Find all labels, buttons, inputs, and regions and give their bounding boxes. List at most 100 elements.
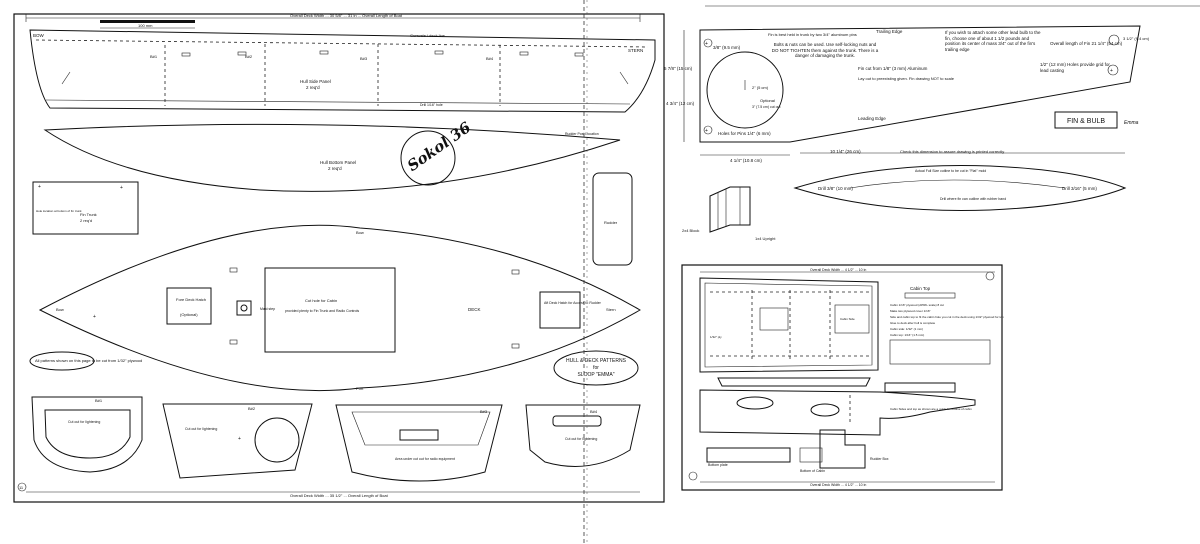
- bulb-dim-note: Check this dimension to assure drawing i…: [900, 149, 1004, 154]
- bulkhead-1: B#1 Cut out for lightening: [31, 396, 143, 473]
- title-oval: HULL & DECK PATTERNS for SLOOP "EMMA": [553, 350, 639, 386]
- optional-sub: 3" (7.5 cm) cut out: [752, 105, 781, 109]
- drill-label: Drill 1/16" hole: [420, 103, 443, 107]
- bulb-left-drill: Drill 3/8" (10 mm): [818, 186, 853, 191]
- signature: Emma: [1124, 120, 1139, 126]
- cabin-note-1: Make two plywood cover 1/16": [890, 309, 931, 313]
- cabin-note-0: Cabin 1/16" plywood (APRIL scale) 8 cut: [890, 303, 944, 307]
- fin-layout-note: Lay out to preexisting given. Fin drawin…: [858, 76, 955, 81]
- block-label: 2x4 Block: [682, 228, 699, 233]
- cabin-sheet: Overall Deck Width ... 4 1/2" ... 10 in …: [681, 264, 1004, 491]
- cabin-note-2: Side and cabin top to fit the cabin hole…: [890, 315, 1004, 319]
- dim-height2: 4 3/4" (12 cm): [666, 101, 695, 106]
- cabin-note-3: Glue to deck after hull is complete: [890, 321, 936, 325]
- bulkhead-4-id: B#4: [590, 409, 598, 414]
- fin-bulb-title: FIN & BULB: [1067, 118, 1105, 125]
- svg-text:+: +: [1110, 68, 1113, 74]
- leading-edge-label: Leading Edge: [858, 116, 886, 121]
- cabin-top-dim: Overall Deck Width ... 4 1/2" ... 10 in: [810, 268, 866, 272]
- holes-right-note: 1/2" (12 mm) Holes provide grid for lead…: [1040, 62, 1110, 73]
- bulb-center-note: Drill where fin can outline with rubber …: [940, 197, 1006, 201]
- circle-dim: 2" (5 cm): [752, 85, 769, 90]
- bulkhead-3-id: B#3: [480, 409, 488, 414]
- svg-text:1/32" ply: 1/32" ply: [710, 335, 722, 339]
- title-line3: SLOOP "EMMA": [577, 372, 614, 378]
- cabin-note-4: Cabin side: 1/32" (1 mm): [890, 327, 923, 331]
- bulkhead-1-label: B#1: [150, 54, 158, 59]
- bulkhead-2: B#2 Cut out for lightening +: [162, 403, 313, 479]
- pin-holes-label: Holes for Pins 1/4" (6 mm): [718, 131, 771, 136]
- scale-bar: [100, 20, 195, 23]
- dim-height1: 5 7/8" (15 cm): [664, 66, 693, 71]
- rudder-label: Rudder: [604, 220, 618, 225]
- right-dimension: 3 1/2" (9.4 cm): [1123, 36, 1150, 41]
- block-drawing: [709, 186, 751, 233]
- aft-hatch-label: Aft Deck Hatch for Access to Rudder: [544, 301, 602, 305]
- dim-top: 3/8" (9.5 mm): [713, 45, 741, 50]
- bulkhead-2-label: B#2: [245, 54, 253, 59]
- hull-side-sub: 2 req'd: [306, 85, 320, 90]
- svg-text:+: +: [705, 128, 708, 134]
- title-line1: HULL & DECK PATTERNS: [566, 358, 627, 364]
- optional-label: Optional: [760, 98, 775, 103]
- note-left: All patterns shown on this page to be cu…: [35, 358, 142, 363]
- fin-bulb-note: If you wish to attach some other lead bu…: [945, 30, 1041, 52]
- deck-bow-label: Bow: [356, 230, 364, 235]
- svg-text:+: +: [705, 41, 708, 47]
- left-sheet-frame: [13, 13, 665, 503]
- deck-port-label: Port: [356, 386, 364, 391]
- svg-text:100 mm: 100 mm: [138, 23, 153, 28]
- bow-label: BOW: [33, 33, 45, 38]
- cabin-cutout-sub: provided plenty to Fin Trunk and Radio C…: [285, 309, 359, 313]
- hull-bottom-panel: Hull Bottom Panel 2 req'd Rudder Post Lo…: [43, 123, 621, 192]
- bottom-cabin-label: Bottom of Cabin: [800, 469, 825, 473]
- cabin-side-label-plan: Cabin Side: [840, 317, 855, 321]
- fin-trunk-label: Fin Trunk: [80, 212, 97, 217]
- deck-label: DECK: [468, 307, 481, 312]
- bulkhead-1-id: B#1: [95, 398, 103, 403]
- svg-text:+: +: [238, 436, 241, 442]
- fin-material-note: Fin cut from 1/8" (3 mm) Aluminum: [858, 66, 928, 71]
- bulkhead-2-text: Cut out for lightening: [185, 427, 217, 431]
- fin-trunk-pattern: + + Fin Trunk 2 req'd Hole location at b…: [32, 181, 139, 235]
- bulb-top-note: Actual Full Size cutline to be cut in "F…: [915, 169, 986, 173]
- fin-trunk-sub: 2 req'd: [80, 218, 92, 223]
- rudder-box-label: Rudder Box: [870, 457, 889, 461]
- bulb-right-drill: Drill 3/16" (5 mm): [1062, 186, 1097, 191]
- bottom-plate-label: Bottom plate: [708, 463, 728, 467]
- hull-side-panel: BOW STERN Hull Side Panel 2 req'd Gunwal…: [29, 29, 656, 113]
- bulkhead-3-label: B#3: [360, 56, 368, 61]
- hull-side-label: Hull Side Panel: [300, 79, 331, 84]
- bulb-dim-len: 10 1/4" (26 cm): [830, 149, 861, 154]
- dim-width: 4 1/4" (10.8 cm): [730, 158, 762, 163]
- fin-bolt-note: Bolts & nuts can be used. Use self-locki…: [771, 42, 879, 58]
- deck-pattern: Bow Port Bow Stern Cut hole for Cabin pr…: [38, 224, 641, 392]
- bulkhead-4-label: B#4: [486, 56, 494, 61]
- title-line2: for: [593, 365, 599, 371]
- cabin-top-title: Cabin Top: [910, 286, 931, 291]
- fin-bulb-sheet: + + + 2" (5 cm) Optional 3" (7.5 cm) cut…: [664, 5, 1200, 241]
- left-top-dimension: Overall Deck Width ... 30 5/8" ... 31 in…: [290, 13, 403, 18]
- hull-deck-sheet: Overall Deck Width ... 30 5/8" ... 31 in…: [13, 13, 665, 503]
- deck-stern-label: Stern: [606, 307, 616, 312]
- optional-cutout-circle: [706, 51, 784, 129]
- fin-bulb-box: [1054, 111, 1118, 129]
- page-number: 11: [19, 485, 24, 490]
- trailing-edge-label: Trailing Edge: [876, 29, 903, 34]
- svg-text:+: +: [93, 314, 96, 320]
- gunwale-label: Gunwale / deck line: [410, 33, 446, 38]
- fin-pin-note: Fin is best held in trunk by two 3/4" al…: [768, 32, 857, 37]
- bulkhead-4-text: Cut out for lightening: [565, 437, 597, 441]
- stern-label: STERN: [628, 48, 643, 53]
- svg-text:+: +: [120, 185, 123, 191]
- bulkhead-4: B#4 Cut out for lightening: [525, 404, 641, 467]
- cabin-bottom-dim: Overall Deck Width ... 4 1/2" ... 10 in: [810, 483, 866, 487]
- cabin-note-5: Cabin top: 1/16" (1.5 mm): [890, 333, 924, 337]
- fin-trunk-note: Hole location at bottom of fin trunk: [36, 209, 82, 213]
- left-bottom-dimension: Overall Deck Width ... 35 1/2" ... Overa…: [290, 493, 389, 498]
- upright-label: 1x4 Upright: [755, 236, 776, 241]
- bulkhead-3: B#3 Area under cut out for radio equipme…: [335, 404, 503, 482]
- bulkhead-1-text: Cut out for lightening: [68, 420, 100, 424]
- cabin-cutout-label: Cut hole for Cabin: [305, 298, 337, 303]
